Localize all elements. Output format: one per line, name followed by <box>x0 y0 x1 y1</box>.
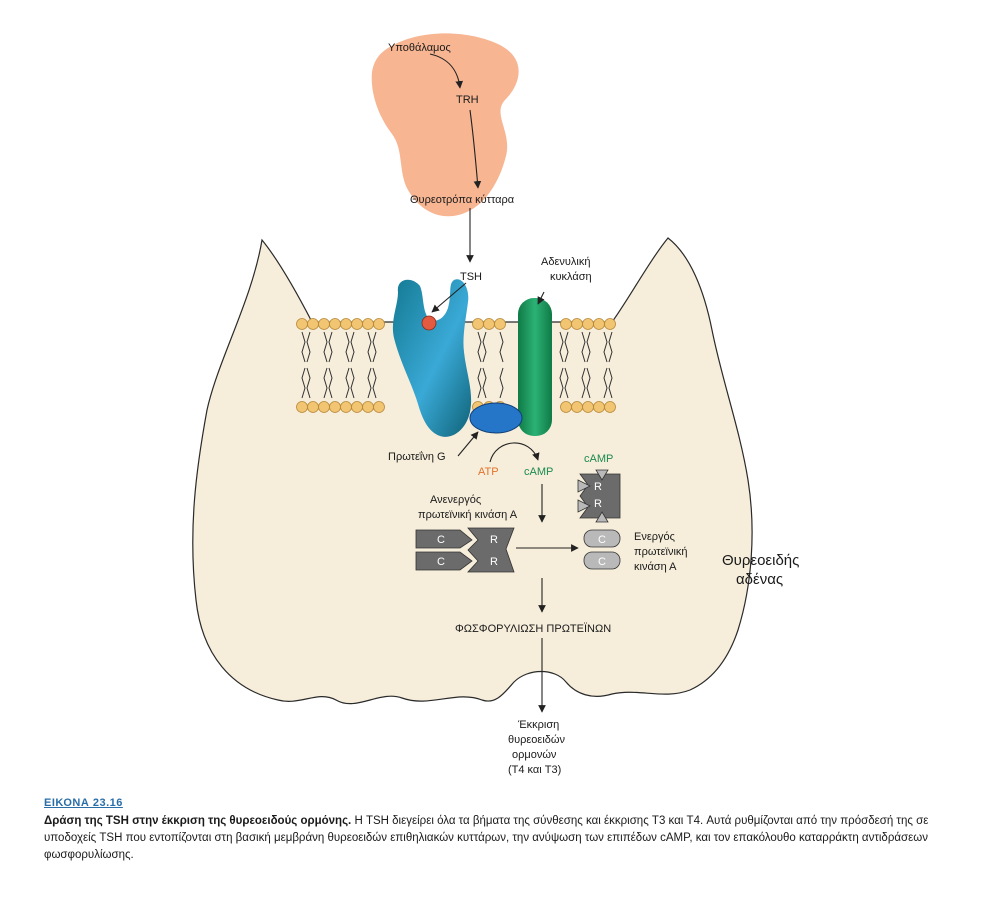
tsh-signaling-diagram: C C R R R R C C Υποθάλαμος TRH Θυρεοτρόπ… <box>192 33 799 776</box>
label-trh: TRH <box>456 94 479 106</box>
label-camp-top: cAMP <box>584 453 613 465</box>
lipid-head <box>494 318 506 330</box>
lipid-tails <box>301 331 613 399</box>
lipid-head <box>362 318 374 330</box>
lipid-head <box>373 401 385 413</box>
lipid-head <box>340 318 352 330</box>
active-r2: R <box>594 498 602 510</box>
label-hypothalamus: Υποθάλαμος <box>388 42 451 54</box>
lipid-head <box>296 318 308 330</box>
lipid-head <box>351 318 363 330</box>
caption-text: Δράση της TSH στην έκκριση της θυρεοειδο… <box>44 813 949 864</box>
lipid-head <box>307 318 319 330</box>
label-secretion-4: (T4 και T3) <box>508 764 561 776</box>
label-active-kinase-2: πρωτεϊνική <box>634 546 688 558</box>
lipid-head <box>483 318 495 330</box>
lipid-head <box>362 401 374 413</box>
lipid-head <box>560 401 572 413</box>
figure-caption: ΕΙΚΟΝΑ 23.16 Δράση της TSH στην έκκριση … <box>44 797 949 864</box>
label-active-kinase-3: κινάση Α <box>634 561 677 573</box>
inactive-r1: R <box>490 534 498 546</box>
label-tsh: TSH <box>460 271 482 283</box>
lipid-head <box>472 318 484 330</box>
label-inactive-kinase-1: Ανενεργός <box>430 494 481 506</box>
lipid-head <box>582 318 594 330</box>
label-phosphorylation: ΦΩΣΦΟΡΥΛΙΩΣΗ ΠΡΩΤΕΪΝΩΝ <box>455 623 611 635</box>
lipid-head <box>329 401 341 413</box>
inactive-r2: R <box>490 556 498 568</box>
lipid-head <box>307 401 319 413</box>
label-camp: cAMP <box>524 466 553 478</box>
label-active-kinase-1: Ενεργός <box>634 531 675 543</box>
active-c1: C <box>598 534 606 546</box>
lipid-head <box>318 401 330 413</box>
regulatory-camp-complex: R R <box>577 469 621 523</box>
g-protein <box>469 402 523 434</box>
flow-arrows <box>429 53 579 713</box>
label-g-protein: Πρωτεΐνη G <box>388 451 446 463</box>
lipid-head <box>582 401 594 413</box>
lipid-head <box>571 401 583 413</box>
label-secretion-2: θυρεοειδών <box>508 734 565 746</box>
label-thyrotropes: Θυρεοτρόπα κύτταρα <box>410 194 515 206</box>
lipid-head <box>329 318 341 330</box>
pituitary-shape <box>371 33 519 217</box>
caption-body: Η TSH διεγείρει όλα τα βήματα της σύνθεσ… <box>44 815 929 861</box>
label-thyroid-gland-1: Θυρεοειδής <box>722 552 799 569</box>
adenylyl-cyclase <box>518 298 552 436</box>
lipid-head <box>318 318 330 330</box>
inactive-kinase: C C R R <box>415 527 515 573</box>
lipid-head <box>351 401 363 413</box>
active-catalytic-subunits: C C <box>583 529 621 570</box>
lipid-head <box>296 401 308 413</box>
figure-number: ΕΙΚΟΝΑ 23.16 <box>44 797 123 809</box>
lipid-head <box>593 401 605 413</box>
label-secretion-3: ορμονών <box>512 749 557 761</box>
label-thyroid-gland-2: αδένας <box>736 571 783 588</box>
tsh-ligand <box>421 315 437 331</box>
label-atp: ATP <box>478 466 499 478</box>
lipid-head <box>604 401 616 413</box>
lipid-head <box>571 318 583 330</box>
label-inactive-kinase-2: πρωτεϊνική κινάση Α <box>418 509 518 521</box>
lipid-head <box>593 318 605 330</box>
label-secretion-1: Έκκριση <box>517 719 559 731</box>
active-r1: R <box>594 481 602 493</box>
lipid-head <box>340 401 352 413</box>
inactive-c1: C <box>437 534 445 546</box>
tsh-receptor <box>392 279 472 437</box>
label-adenylyl-cyclase-2: κυκλάση <box>550 271 592 283</box>
inactive-c2: C <box>437 556 445 568</box>
active-c2: C <box>598 556 606 568</box>
lipid-head <box>560 318 572 330</box>
thyroid-gland-shape <box>192 237 753 705</box>
label-adenylyl-cyclase-1: Αδενυλική <box>541 256 590 268</box>
lipid-head <box>373 318 385 330</box>
lipid-head <box>604 318 616 330</box>
caption-title: Δράση της TSH στην έκκριση της θυρεοειδο… <box>44 815 352 827</box>
